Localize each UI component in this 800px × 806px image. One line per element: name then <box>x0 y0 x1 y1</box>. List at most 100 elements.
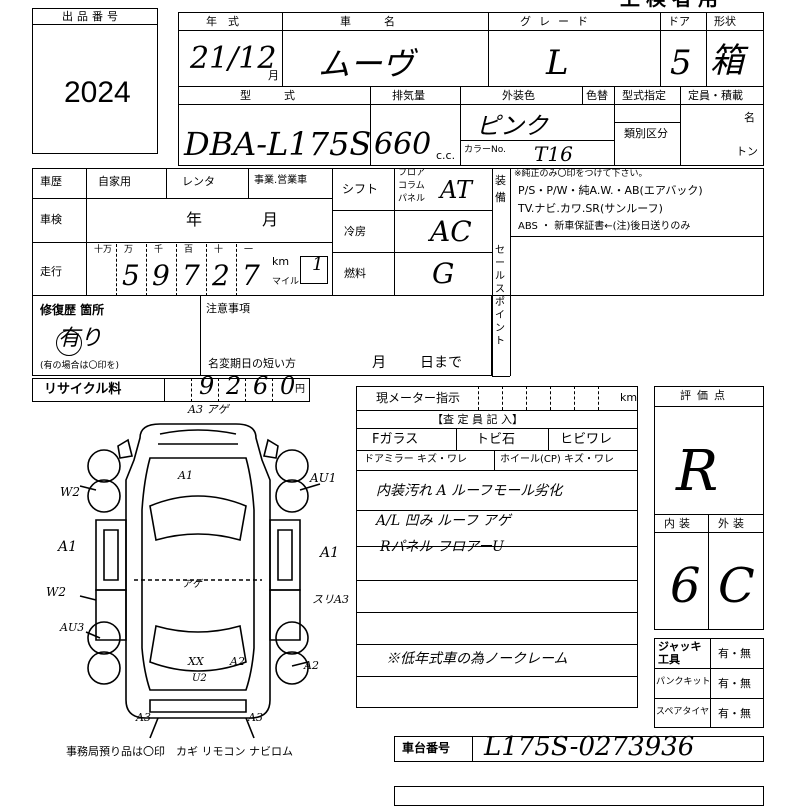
inspector-note-6: ※低年式車の為ノークレーム <box>386 651 568 667</box>
recycle-unit: 円 <box>295 384 305 395</box>
recycle-digit-1: 2 <box>226 372 242 400</box>
diagram-mark-5: A1 <box>58 539 78 555</box>
interior-label: 内装 <box>664 517 694 530</box>
mileage-place-0: 十万 <box>94 245 113 255</box>
exterior-label: 外装 <box>718 517 748 530</box>
mileage-digit-3: 7 <box>182 259 200 292</box>
jack-label: ジャッキ工具 <box>658 640 702 666</box>
puncture-label: パンクキット <box>656 677 711 687</box>
sheet-title: 上検者用 <box>620 0 724 8</box>
meter-unit: km <box>620 391 638 404</box>
mileage-place-3: 百 <box>184 245 194 255</box>
inspection-year-unit: 年 <box>186 210 203 229</box>
score-panel <box>654 386 764 630</box>
doors-value: 5 <box>670 43 692 83</box>
body-value: 箱 <box>710 41 744 81</box>
year-unit: 月 <box>268 69 279 82</box>
chassis-row <box>394 736 764 762</box>
recycle-label: リサイクル料 <box>44 382 122 397</box>
displacement-label: 排気量 <box>392 89 425 102</box>
color-no-value: T16 <box>534 142 573 166</box>
next-row <box>394 786 764 806</box>
sales-point-label: セールスポイント <box>495 245 505 347</box>
diagram-mark-8: アゲ <box>182 579 202 590</box>
ac-value: AC <box>430 215 472 248</box>
ac-label: 冷房 <box>344 225 366 238</box>
diagram-mark-11: A2 <box>304 659 319 672</box>
history-option-rental[interactable]: レンタ <box>182 175 215 188</box>
mileage-digit-5: 7 <box>242 259 260 292</box>
diagram-mark-1: A3 アゲ <box>188 403 229 416</box>
history-option-business[interactable]: 事業.営業車 <box>254 175 308 186</box>
mileage-unit-km: km <box>272 255 290 268</box>
shift-value: AT <box>440 176 473 204</box>
equipment-line-3: ABS ・ 新車保証書←(注)後日送りのみ <box>518 221 691 232</box>
chassis-value: L175S-0273936 <box>484 732 695 762</box>
fuel-value: G <box>432 257 455 290</box>
repair-value: 有り <box>58 326 103 351</box>
puncture-option[interactable]: 有・無 <box>718 677 751 690</box>
vehicle-table <box>178 12 764 166</box>
shift-option-panel[interactable]: パネル <box>398 194 426 204</box>
name-value: ムーヴ <box>318 45 415 83</box>
spare-option[interactable]: 有・無 <box>718 707 751 720</box>
repair-circle <box>56 330 82 356</box>
fuel-label: 燃料 <box>344 267 366 280</box>
repair-table <box>32 296 492 376</box>
expiry-label: 名変期日の短い方 <box>208 357 296 370</box>
recycle-digit-2: 6 <box>253 372 269 400</box>
color-no-label: カラーNo. <box>464 145 506 155</box>
inspector-note-2: A/L 凹み ルーフ アゲ <box>376 513 511 529</box>
history-option-private[interactable]: 自家用 <box>98 175 131 188</box>
capacity-label: 定員・積載 <box>688 89 743 102</box>
diagram-mark-12: A2 <box>230 655 245 668</box>
recycle-row <box>32 378 310 402</box>
notes-label: 注意事項 <box>206 302 250 315</box>
mirror-label: ドアミラー キズ・ワレ <box>364 454 467 465</box>
car-damage-diagram <box>79 423 321 739</box>
repair-note: (有の場合は〇印を) <box>40 361 120 371</box>
recycle-digit-0: 9 <box>199 372 215 400</box>
model-value: DBA-L175S <box>184 125 372 163</box>
doors-label: ドア <box>668 15 690 28</box>
shift-option-floor[interactable]: フロア <box>398 168 426 178</box>
inspector-panel <box>356 386 638 708</box>
diagram-mark-4: W2 <box>60 485 80 499</box>
inspector-note-1: 内装汚れ A ルーフモール劣化 <box>376 483 563 499</box>
equipment-label: 装備 <box>495 174 506 204</box>
mileage-mark-box <box>300 256 328 284</box>
equipment-line-2: TV.ナビ.カワ.SR(サンルーフ) <box>518 202 663 215</box>
spare-label: スペアタイヤ <box>656 707 710 717</box>
mileage-label: 走行 <box>40 265 62 278</box>
meter-label: 現メーター指示 <box>376 391 461 405</box>
year-value: 21/12 <box>190 41 277 76</box>
diagram-mark-13: XX <box>188 655 204 668</box>
diagram-mark-7: A1 <box>320 545 340 561</box>
mileage-mark: 1 <box>312 254 324 275</box>
name-label: 車 名 <box>340 15 395 28</box>
category-label: 類別区分 <box>624 127 668 140</box>
mileage-place-2: 千 <box>154 245 164 255</box>
year-label: 年 式 <box>206 15 239 28</box>
lot-box <box>32 8 158 154</box>
shift-option-column[interactable]: コラム <box>398 181 425 191</box>
mileage-unit-mile: マイル <box>272 277 300 287</box>
mileage-place-5: 一 <box>244 245 254 255</box>
inspection-month-unit: 月 <box>262 210 279 229</box>
score-value: R <box>676 439 719 504</box>
grade-value: L <box>546 43 569 83</box>
equipment-line-1: P/S・P/W・純A.W.・AB(エアバック) <box>518 184 703 197</box>
recycle-digit-3: 0 <box>280 372 296 400</box>
jack-option[interactable]: 有・無 <box>718 647 751 660</box>
shift-label: シフト <box>342 182 379 196</box>
consigned-items-label: 事務局預り品は〇印 カギ リモコン ナビロム <box>66 745 293 758</box>
displacement-unit: c.c. <box>436 149 456 162</box>
inspector-note-3: Rパネル フロアーU <box>380 539 504 555</box>
diagram-mark-15: A3 <box>136 711 151 724</box>
equipment-note: ※純正のみ〇印をつけて下さい。 <box>514 169 648 179</box>
mileage-digit-4: 2 <box>212 259 230 292</box>
mileage-digit-2: 9 <box>152 259 170 292</box>
tools-panel <box>654 638 764 728</box>
expiry-day: 日まで <box>420 355 462 371</box>
diagram-mark-10: AU3 <box>60 621 85 634</box>
